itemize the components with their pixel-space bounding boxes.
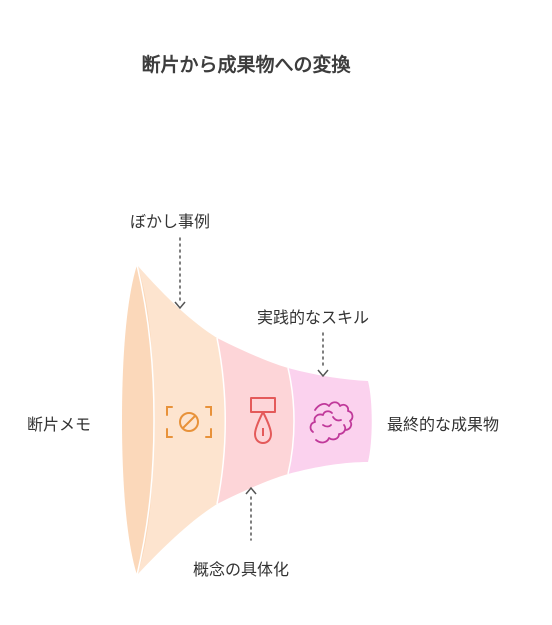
label-stage1: ぼかし事例 [130, 212, 211, 231]
blur-no-icon [166, 406, 212, 438]
funnel-section-output [288, 368, 372, 474]
funnel-section-middle [217, 338, 294, 504]
label-output: 最終的な成果物 [387, 415, 500, 434]
label-input: 断片メモ [27, 415, 92, 434]
arrow-stage2 [317, 332, 329, 378]
arrow-stage1 [174, 237, 186, 310]
funnel-mouth [122, 265, 154, 575]
diagram-title: 断片から成果物への変換 [141, 54, 351, 76]
puzzle-hands-icon [309, 401, 354, 444]
lamp-concept-icon [250, 397, 276, 444]
arrow-stage3 [245, 486, 257, 541]
label-stage2: 実践的なスキル [257, 308, 370, 327]
label-stage3: 概念の具体化 [193, 560, 290, 579]
